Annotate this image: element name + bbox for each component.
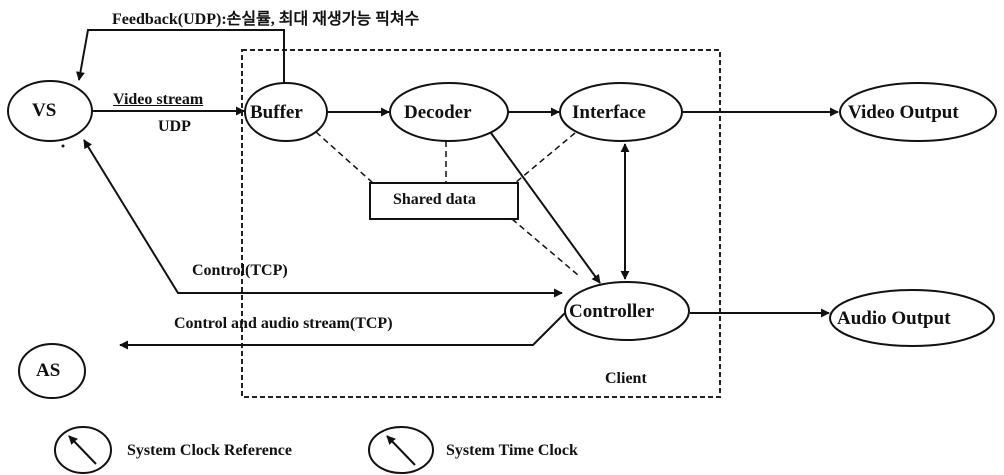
legend-system-time-clock: System Time Clock bbox=[446, 442, 578, 459]
feedback-edge bbox=[76, 29, 285, 83]
interface-label: Interface bbox=[572, 102, 646, 123]
shared-controller-link bbox=[511, 218, 579, 276]
vs-label: VS bbox=[32, 100, 57, 121]
as-node bbox=[18, 343, 86, 399]
shared-data-label: Shared data bbox=[393, 191, 476, 208]
decoder-label: Decoder bbox=[404, 102, 472, 123]
controller-label: Controller bbox=[569, 301, 655, 322]
buffer-label: Buffer bbox=[250, 102, 303, 123]
shared-interface-link bbox=[514, 132, 576, 184]
clock-hand bbox=[386, 435, 416, 466]
control-tcp-edge bbox=[83, 139, 563, 298]
audio-output-label: Audio Output bbox=[837, 308, 951, 329]
client-label: Client bbox=[605, 370, 647, 387]
interface-node bbox=[559, 82, 683, 142]
video-output-node bbox=[839, 82, 997, 142]
shared-buffer-link bbox=[315, 131, 374, 184]
legend-system-clock-reference: System Clock Reference bbox=[127, 442, 292, 459]
control-tcp-label: Control(TCP) bbox=[192, 262, 288, 279]
audio-output-node bbox=[829, 289, 995, 347]
feedback-label: Feedback(UDP):손실률, 최대 재생가능 픽쳐수 bbox=[112, 11, 420, 28]
udp-label: UDP bbox=[158, 118, 191, 135]
stray-dot bbox=[61, 144, 65, 148]
control-audio-label: Control and audio stream(TCP) bbox=[174, 315, 393, 332]
controller-node bbox=[564, 281, 690, 341]
video-stream-label: Video stream bbox=[113, 91, 204, 108]
as-label: AS bbox=[36, 360, 61, 381]
control-audio-edge bbox=[119, 312, 566, 350]
vs-node bbox=[7, 80, 93, 142]
video-output-label: Video Output bbox=[848, 102, 959, 123]
clock-hand bbox=[68, 435, 97, 465]
